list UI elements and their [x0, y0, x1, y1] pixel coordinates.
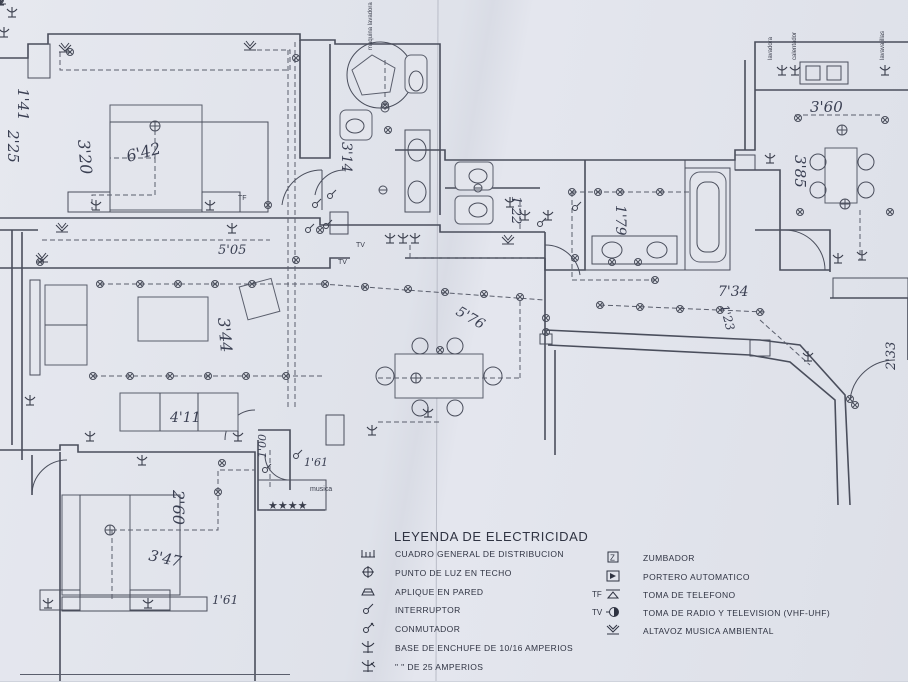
legend-label: TOMA DE RADIO Y TELEVISION (VHF-UHF): [643, 608, 831, 618]
tf-code: TF: [592, 590, 602, 599]
speaker-markers: [0, 0, 515, 263]
svg-text:Z: Z: [610, 554, 615, 563]
outer-walls: [0, 33, 908, 681]
legend-label: APLIQUE EN PARED: [395, 587, 484, 597]
maquina-label: maquina lavadora: [368, 2, 374, 50]
musica-label: musica: [310, 486, 332, 493]
stars-label: ★★★★: [268, 500, 308, 512]
tv-label: TV: [338, 259, 347, 266]
legend-label: " " DE 25 AMPERIOS: [395, 662, 484, 672]
door-intercom-icon: [606, 570, 620, 582]
switch-icon: [363, 603, 374, 614]
dim-living-length: 4'11: [169, 410, 201, 426]
tf-label: TF: [238, 195, 247, 202]
furniture: [27, 41, 875, 612]
wall-light-icon: [361, 588, 375, 596]
socket-icon: [361, 641, 375, 653]
legend-label: BASE DE ENCHUFE DE 10/16 AMPERIOS: [395, 643, 574, 653]
lavadora-label: lavadora: [768, 36, 774, 60]
dim-kitchen-width: 3'60: [810, 98, 843, 116]
dim-right-edge: 2'33: [884, 342, 899, 371]
commutator-icon: [363, 622, 375, 633]
legend-label: TOMA DE TELEFONO: [643, 590, 736, 600]
dim-living-width: 3'44: [214, 317, 236, 353]
switch-markers: [0, 0, 582, 473]
calentador-label: calentador: [792, 32, 798, 60]
ceiling-light-icon: [362, 566, 374, 578]
socket-25a-icon: [361, 660, 376, 672]
legend-title: LEYENDA DE ELECTRICIDAD: [394, 529, 589, 544]
handwritten-dimensions: 3'20 6'42 1'41 2'25 5'05 3'44 4'11 3'14 …: [4, 88, 899, 607]
legend-label: ZUMBADOR: [643, 553, 695, 563]
wall-sockets: [0, 0, 891, 609]
lavavajillas-label: lavavajillas: [880, 31, 886, 60]
legend-label: CONMUTADOR: [395, 624, 461, 634]
distribution-board-icon: [361, 550, 375, 558]
tv-label: TV: [356, 242, 365, 249]
legend-label: PUNTO DE LUZ EN TECHO: [395, 568, 512, 578]
legend-label: INTERRUPTOR: [395, 605, 461, 615]
dim-hall: 5'05: [218, 243, 246, 258]
dim-corridor-width: 1'23: [717, 303, 737, 332]
dim-bed2-length: 2'60: [169, 489, 188, 525]
dim-small: 1'61: [304, 456, 328, 469]
tv-code: TV: [592, 608, 603, 617]
dim-corridor: 7'34: [718, 284, 749, 300]
tv-tf-markers: TF TV TV musica ★★★★: [238, 195, 365, 512]
dim-bath1: 3'14: [338, 142, 354, 173]
phone-socket-icon: [606, 589, 620, 599]
dim-closet: 1'00: [256, 434, 269, 458]
dim-bath3: 1'79: [612, 205, 628, 236]
legend-label: ALTAVOZ MUSICA AMBIENTAL: [643, 626, 774, 636]
dim-bed1-width: 3'20: [74, 139, 96, 175]
dim-top-left: 1'41: [14, 88, 32, 121]
page-bottom-edge: [20, 674, 290, 682]
speaker-icon: [606, 624, 620, 635]
buzzer-icon: Z: [607, 551, 619, 563]
tv-socket-icon: [606, 607, 619, 617]
appliance-labels: lavadora calentador lavavajillas maquina…: [368, 2, 886, 60]
ceiling-light-points: [104, 103, 851, 536]
legend-label: PORTERO AUTOMATICO: [643, 572, 750, 582]
dim-kitchen-length: 3'85: [791, 155, 809, 188]
paper-fold-line: [435, 0, 439, 681]
dim-left-edge: 2'25: [4, 129, 22, 163]
dim-dining: 5'76: [453, 304, 488, 333]
dim-bed2-bottom: 1'61: [212, 593, 238, 607]
legend-label: CUADRO GENERAL DE DISTRIBUCION: [395, 549, 564, 559]
dim-bed2-width: 3'47: [147, 546, 183, 571]
dim-bath2: 1'22: [508, 196, 523, 224]
